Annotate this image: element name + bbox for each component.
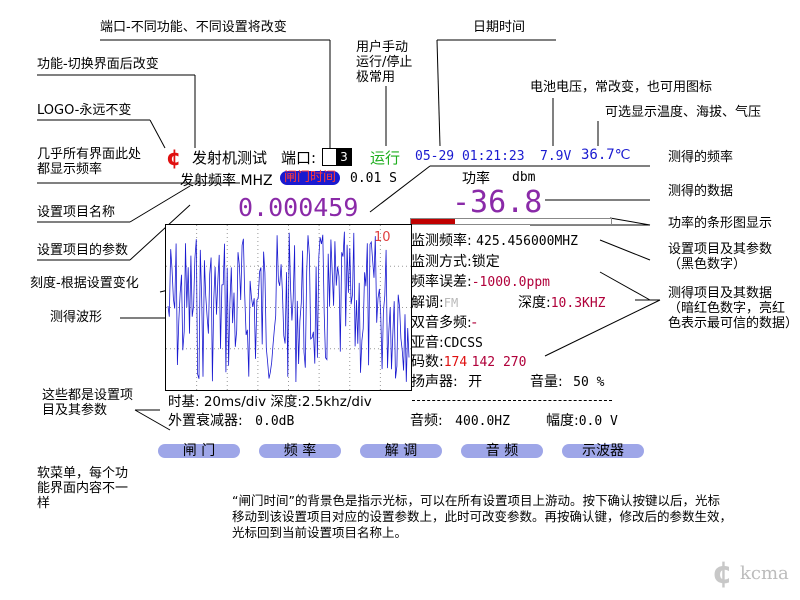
attenuator-row: 外置衰减器: 0.0dB	[168, 410, 294, 430]
audio-freq-label: 音频:	[410, 413, 443, 429]
annotation-user-manual: 用户手动运行/停止极常用	[356, 40, 413, 85]
gate-time-cursor[interactable]: 闸门时间	[280, 171, 341, 185]
demod-value[interactable]: FM	[443, 296, 459, 310]
softkey-gate[interactable]: 闸 门	[158, 444, 240, 458]
amplitude-row: 幅度:0.0 V	[546, 410, 618, 430]
freq-error-value: -1000.0ppm	[471, 275, 550, 290]
annotation-battery: 电池电压，常改变，也可用图标	[530, 80, 713, 95]
annotation-waveform: 测得波形	[50, 310, 103, 325]
scale-label: 10	[374, 230, 391, 245]
depth-row: 深度:10.3KHZ	[518, 292, 606, 312]
port-indicator[interactable]: 3	[322, 146, 352, 166]
softkey-frequency[interactable]: 频 率	[259, 444, 341, 458]
volume-row: 音量: 50 %	[530, 371, 604, 391]
freq-label: 发射频率 MHZ	[180, 173, 273, 189]
softkey-oscilloscope[interactable]: 示波器	[562, 444, 644, 458]
power-value: -36.8	[452, 185, 543, 220]
annotation-item-name: 设置项目名称	[37, 205, 116, 220]
subaudio-row: 亚音:CDCSS	[411, 332, 483, 352]
monitor-mode-label: 监测方式:	[411, 254, 472, 270]
battery-voltage: 7.9V	[540, 149, 572, 164]
demod-label: 解调:	[411, 295, 444, 311]
monitor-mode-row: 监测方式:锁定	[411, 251, 500, 271]
separator-line	[412, 400, 612, 401]
volume-value[interactable]: 50 %	[573, 375, 605, 390]
monitor-mode-value[interactable]: 锁定	[471, 254, 500, 270]
annotation-datetime: 日期时间	[473, 20, 526, 35]
attenuator-label: 外置衰减器:	[168, 413, 243, 429]
softkey-demod[interactable]: 解 调	[360, 444, 442, 458]
datetime: 05-29 01:21:23	[415, 149, 525, 164]
power-label: 功率	[462, 171, 490, 187]
dual-tone-label: 双音多频:	[411, 315, 472, 331]
monitor-freq-value[interactable]: 425.456000MHZ	[476, 234, 578, 249]
freq-error-row: 频率误差:-1000.0ppm	[411, 271, 550, 291]
run-stop-status[interactable]: 运行	[370, 149, 401, 167]
temperature: 36.7℃	[581, 147, 631, 163]
annotation-setting-param: 设置项目及其参数（黑色数字）	[668, 242, 773, 272]
annotation-measured-items: 测得项目及其数据（暗红色数字，亮红色表示最可信的数据）	[668, 286, 799, 331]
port-label: 端口:	[281, 149, 317, 167]
timebase-row[interactable]: 时基: 20ms/div 深度:2.5khz/div	[168, 394, 372, 410]
function-title: 发射机测试	[192, 149, 268, 167]
annotation-optional: 可选显示温度、海拔、气压	[605, 105, 762, 120]
monitor-freq-row: 监测频率: 425.456000MHZ	[411, 230, 578, 250]
logo-icon: ¢	[166, 146, 182, 171]
annotation-scale: 刻度-根据设置变化	[30, 276, 139, 291]
annotation-power-bar: 功率的条形图显示	[668, 216, 773, 231]
annotation-settings: 这些都是设置项目及其参数	[42, 388, 134, 418]
watermark-logo-icon: ¢	[712, 556, 733, 591]
dual-tone-value: -	[471, 315, 477, 331]
attenuator-value[interactable]: 0.0dB	[255, 414, 295, 429]
speaker-value[interactable]: 开	[468, 374, 483, 390]
freq-error-label: 频率误差:	[411, 274, 472, 290]
audio-freq-value[interactable]: 400.0HZ	[455, 414, 510, 429]
speaker-label: 扬声器:	[411, 374, 458, 390]
waveform-trace	[167, 231, 410, 383]
annotation-measured-freq: 测得的频率	[668, 150, 734, 165]
watermark-text: kcma	[740, 563, 789, 584]
waveform-plot	[166, 225, 411, 390]
amplitude-label: 幅度:	[546, 413, 579, 429]
measured-frequency: 0.000459	[238, 193, 359, 222]
power-bar-fill	[411, 219, 455, 224]
power-unit: dbm	[512, 170, 536, 185]
subaudio-value: CDCSS	[443, 336, 483, 351]
annotation-port: 端口-不同功能、不同设置将改变	[100, 20, 287, 35]
demod-row: 解调:FM	[411, 292, 458, 312]
annotation-function: 功能-切换界面后改变	[37, 57, 159, 72]
power-bar	[410, 218, 612, 225]
annotation-logo: LOGO-永远不变	[37, 103, 132, 118]
subaudio-label: 亚音:	[411, 335, 444, 351]
annotation-softmenu: 软菜单，每个功能界面内容不一样	[37, 466, 129, 511]
port-value: 3	[336, 147, 352, 166]
amplitude-value[interactable]: 0.0 V	[578, 414, 618, 429]
depth-label: 深度:	[518, 295, 551, 311]
note-text: “闸门时间”的背景色是指示光标，可以在所有设置项目上游动。按下确认按键以后，光标…	[232, 493, 733, 540]
code-row: 码数:174 142 270	[411, 351, 526, 371]
oscilloscope	[165, 224, 412, 391]
code-value-primary: 174	[443, 355, 468, 370]
annotation-item-param: 设置项目的参数	[37, 243, 129, 258]
speaker-row: 扬声器: 开	[411, 371, 482, 391]
audio-freq-row: 音频: 400.0HZ	[410, 410, 510, 430]
softkey-audio[interactable]: 音 频	[461, 444, 543, 458]
depth-value: 10.3KHZ	[550, 296, 606, 311]
volume-label: 音量:	[530, 374, 563, 390]
code-value-secondary: 142 270	[471, 355, 527, 370]
dual-tone-row: 双音多频:-	[411, 312, 477, 332]
monitor-freq-label: 监测频率:	[411, 233, 472, 249]
code-label: 码数:	[411, 354, 444, 370]
annotation-measured-data: 测得的数据	[668, 184, 734, 199]
annotation-freq-always: 几乎所有界面此处都显示频率	[37, 147, 142, 177]
gate-time-value[interactable]: 0.01 S	[350, 171, 397, 186]
